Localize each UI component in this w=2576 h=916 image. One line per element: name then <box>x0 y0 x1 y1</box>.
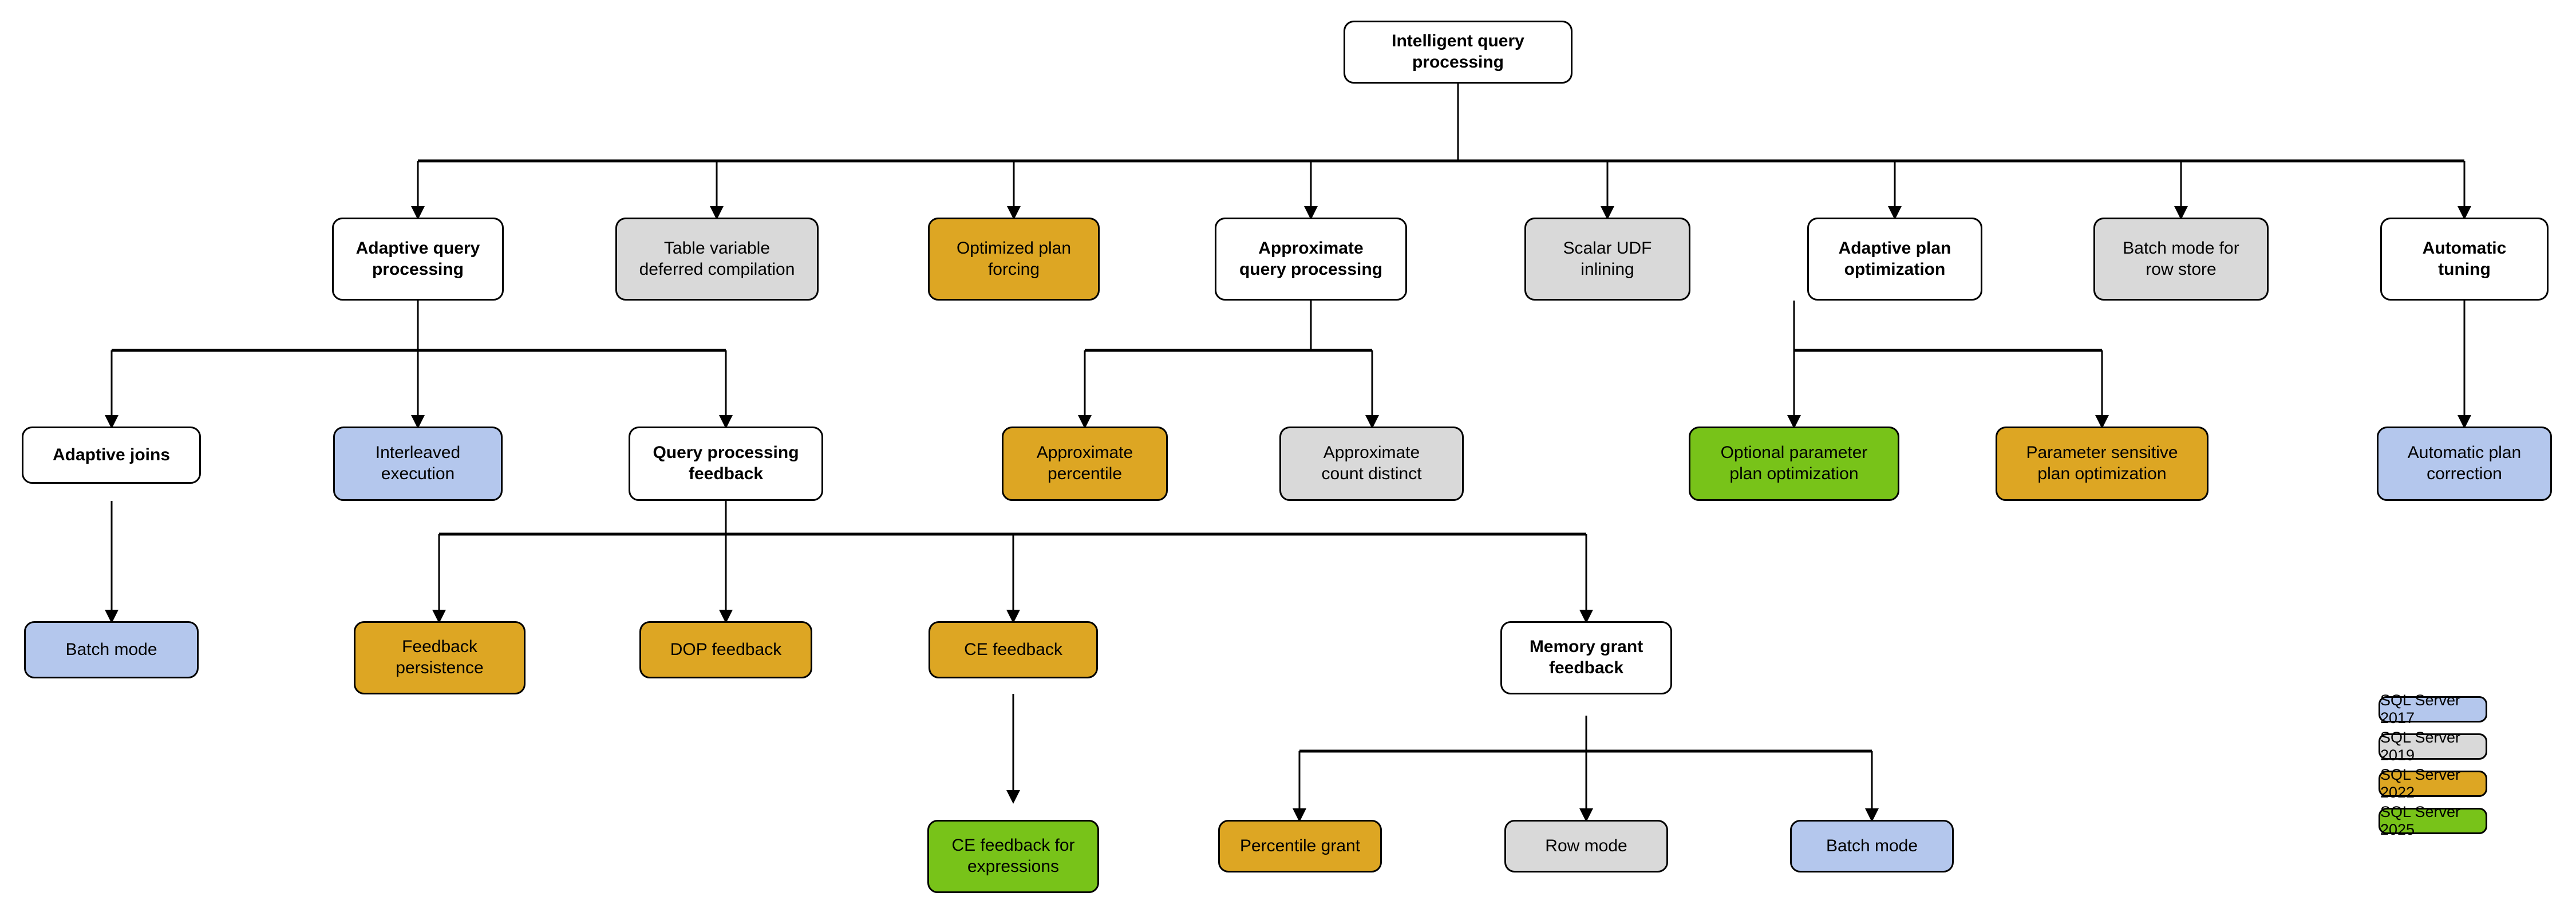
node-feedback-persistence[interactable]: Feedback persistence <box>354 621 526 694</box>
node-label: Optional parameter plan optimization <box>1720 443 1868 483</box>
node-label: Approximate count distinct <box>1321 443 1422 483</box>
legend-item-label: SQL Server 2025 <box>2380 803 2461 838</box>
node-label: Table variable deferred compilation <box>639 238 795 279</box>
node-automatic-tuning[interactable]: Automatic tuning <box>2380 218 2549 301</box>
node-dop-feedback[interactable]: DOP feedback <box>639 621 812 678</box>
node-adaptive-joins[interactable]: Adaptive joins <box>22 427 201 484</box>
node-label: Batch mode <box>1826 836 1918 855</box>
legend-item-sql-server-2019[interactable]: SQL Server 2019 <box>2379 729 2487 764</box>
node-label: Adaptive query processing <box>355 238 480 279</box>
legend-item-label: SQL Server 2022 <box>2380 766 2461 801</box>
node-query-processing-feedback[interactable]: Query processing feedback <box>629 427 823 501</box>
node-parameter-sensitive-plan-optimization[interactable]: Parameter sensitive plan optimization <box>1996 427 2208 501</box>
node-batch-mode-adaptive-joins[interactable]: Batch mode <box>24 621 199 678</box>
node-label: Optimized plan forcing <box>956 238 1072 279</box>
node-memory-grant-feedback[interactable]: Memory grant feedback <box>1500 621 1672 694</box>
node-ce-feedback-for-expressions[interactable]: CE feedback for expressions <box>927 820 1099 893</box>
node-automatic-plan-correction[interactable]: Automatic plan correction <box>2377 427 2552 501</box>
node-label: Adaptive plan optimization <box>1838 238 1951 279</box>
node-optional-parameter-plan-optimization[interactable]: Optional parameter plan optimization <box>1689 427 1899 501</box>
node-label: Automatic tuning <box>2422 238 2507 279</box>
node-intelligent-query-processing[interactable]: Intelligent query processing <box>1344 21 1573 84</box>
node-batch-mode-memory-grant[interactable]: Batch mode <box>1790 820 1954 872</box>
node-optimized-plan-forcing[interactable]: Optimized plan forcing <box>928 218 1100 301</box>
node-label: Automatic plan correction <box>2407 443 2522 483</box>
node-label: CE feedback for expressions <box>951 836 1075 876</box>
node-approximate-query-processing[interactable]: Approximate query processing <box>1215 218 1407 301</box>
node-label: Query processing feedback <box>653 443 799 483</box>
legend-item-sql-server-2022[interactable]: SQL Server 2022 <box>2379 766 2487 801</box>
node-scalar-udf-inlining[interactable]: Scalar UDF inlining <box>1524 218 1690 301</box>
node-label: CE feedback <box>964 639 1062 659</box>
node-percentile-grant[interactable]: Percentile grant <box>1218 820 1382 872</box>
node-adaptive-plan-optimization[interactable]: Adaptive plan optimization <box>1807 218 1982 301</box>
node-label: Intelligent query processing <box>1392 31 1524 72</box>
node-label: Approximate percentile <box>1036 443 1133 483</box>
node-interleaved-execution[interactable]: Interleaved execution <box>333 427 503 501</box>
node-approximate-percentile[interactable]: Approximate percentile <box>1002 427 1168 501</box>
legend-item-label: SQL Server 2019 <box>2380 729 2461 764</box>
node-label: Memory grant feedback <box>1529 637 1643 677</box>
node-label: Percentile grant <box>1239 836 1361 855</box>
node-batch-mode-for-row-store[interactable]: Batch mode for row store <box>2093 218 2269 301</box>
legend-item-sql-server-2025[interactable]: SQL Server 2025 <box>2379 803 2487 838</box>
node-label: Interleaved execution <box>375 443 461 483</box>
legend-item-sql-server-2017[interactable]: SQL Server 2017 <box>2379 692 2487 727</box>
node-ce-feedback[interactable]: CE feedback <box>929 621 1098 678</box>
node-row-mode[interactable]: Row mode <box>1504 820 1668 872</box>
legend-item-label: SQL Server 2017 <box>2380 692 2461 727</box>
node-label: Scalar UDF inlining <box>1563 238 1652 279</box>
node-adaptive-query-processing[interactable]: Adaptive query processing <box>332 218 504 301</box>
node-label: Adaptive joins <box>52 445 171 464</box>
node-label: Batch mode <box>65 639 157 659</box>
node-label: DOP feedback <box>670 639 782 659</box>
node-approximate-count-distinct[interactable]: Approximate count distinct <box>1279 427 1464 501</box>
node-label: Row mode <box>1545 836 1627 855</box>
node-label: Parameter sensitive plan optimization <box>2026 443 2178 483</box>
node-label: Approximate query processing <box>1239 238 1383 279</box>
node-table-variable-deferred-compilation[interactable]: Table variable deferred compilation <box>615 218 819 301</box>
node-label: Feedback persistence <box>396 637 484 677</box>
node-label: Batch mode for row store <box>2123 238 2239 279</box>
